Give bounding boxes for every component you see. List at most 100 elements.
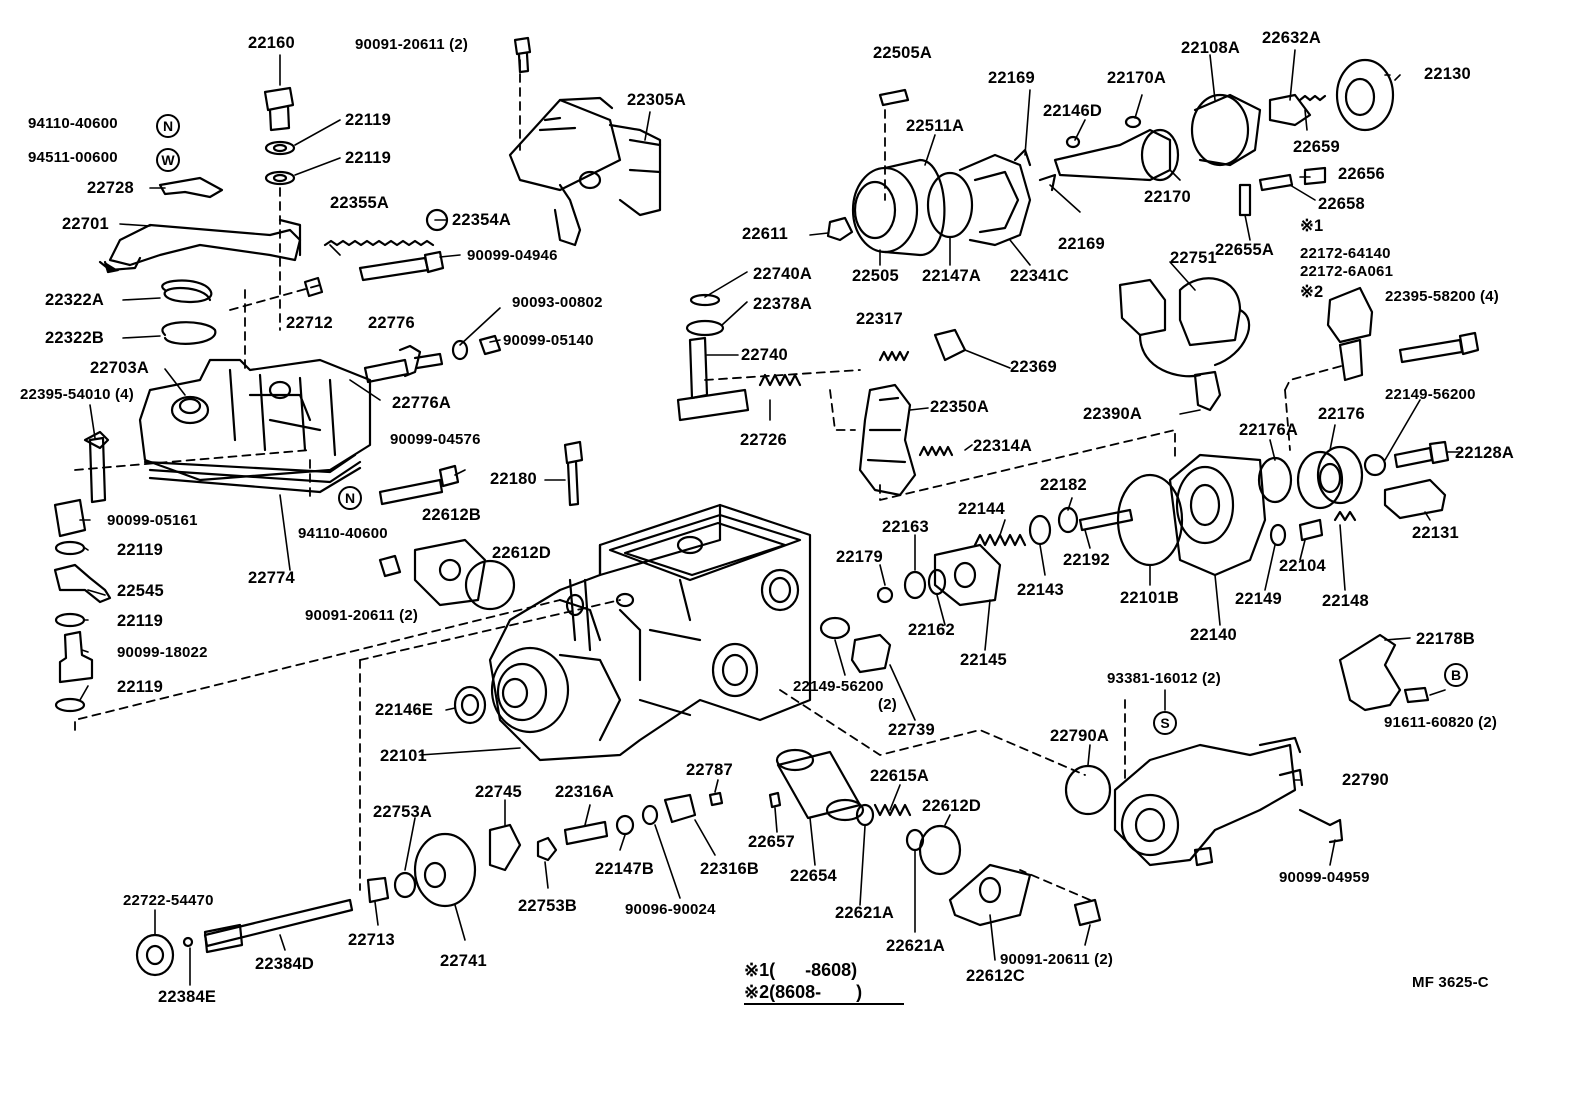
label-22322A: 22322A: [45, 291, 104, 309]
label-22505A: 22505A: [873, 44, 932, 62]
label-93381-16012: 93381-16012 (2): [1107, 670, 1221, 687]
label-22305A: 22305A: [627, 91, 686, 109]
label-22147A: 22147A: [922, 267, 981, 285]
label-22615A: 22615A: [870, 767, 929, 785]
pin-22657-drawing: [768, 791, 782, 809]
flange-22612C-drawing: [948, 863, 1032, 927]
label-90099-18022: 90099-18022: [117, 644, 208, 661]
label-90099-05161: 90099-05161: [107, 512, 198, 529]
label-22659: 22659: [1293, 138, 1340, 156]
solenoid-22751-drawing: [1118, 277, 1251, 412]
symbol-S: S: [1153, 711, 1177, 735]
label-22176: 22176: [1318, 405, 1365, 423]
label-22182: 22182: [1040, 476, 1087, 494]
bolt-22160-drawing: [263, 86, 296, 186]
label-22143: 22143: [1017, 581, 1064, 599]
label-22146E: 22146E: [375, 701, 434, 719]
label-22726: 22726: [740, 431, 787, 449]
label-22384D: 22384D: [255, 955, 314, 973]
spring-22615A-drawing: [873, 803, 912, 817]
fitting-22180-drawing: [563, 440, 584, 507]
ring-22384E-drawing: [182, 936, 194, 948]
symbol-star2: ※2: [1300, 283, 1324, 301]
label-22192: 22192: [1063, 551, 1110, 569]
label-90093-00802: 90093-00802: [512, 294, 603, 311]
label-22511A: 22511A: [906, 117, 965, 135]
label-22545: 22545: [117, 582, 164, 600]
label-22753B: 22753B: [518, 897, 577, 915]
washer-22149-drawing: [1269, 523, 1287, 547]
label-22621A-a: 22621A: [835, 904, 894, 922]
bracket-22178B-drawing: [1338, 633, 1402, 712]
lever-22701-drawing: [98, 218, 302, 274]
screw-bottom-drawing: [1073, 898, 1102, 927]
label-22776: 22776: [368, 314, 415, 332]
label-22739: 22739: [888, 721, 935, 739]
key-22713-drawing: [366, 876, 390, 904]
label-22341C: 22341C: [1010, 267, 1069, 285]
label-22128A: 22128A: [1455, 444, 1514, 462]
symbol-star1: ※1: [1300, 217, 1324, 235]
label-22390A: 22390A: [1083, 405, 1142, 423]
solenoid-22790-drawing: [1113, 736, 1344, 867]
label-22101B: 22101B: [1120, 589, 1179, 607]
label-22172-6A061: 22172-6A061: [1300, 263, 1394, 280]
label-22149-56200-right: 22149-56200: [1385, 386, 1476, 403]
label-22119-d: 22119: [117, 612, 163, 630]
label-22178B: 22178B: [1416, 630, 1475, 648]
part-22753B-drawing: [536, 836, 558, 862]
label-22322B: 22322B: [45, 329, 104, 347]
screw-mid-drawing: [378, 554, 402, 578]
flange-22612B-drawing: [413, 538, 487, 607]
plug-22739-drawing: [850, 633, 892, 674]
label-90099-05140: 90099-05140: [503, 332, 594, 349]
label-22656: 22656: [1338, 165, 1385, 183]
part-22147B-drawing: [615, 814, 635, 836]
label-22149-56200-mid: 22149-56200: [793, 678, 884, 695]
label-94110-40600-top: 94110-40600: [28, 115, 118, 132]
label-22384E: 22384E: [158, 988, 217, 1006]
small-plate-22728-drawing: [158, 176, 224, 199]
label-90091-20611-top: 90091-20611 (2): [355, 36, 469, 53]
note-underline: [744, 1003, 904, 1005]
part-22316B-drawing: [663, 793, 697, 824]
spring-22322A-drawing: [161, 279, 213, 304]
label-22505: 22505: [852, 267, 899, 285]
label-22728: 22728: [87, 179, 134, 197]
label-22632A: 22632A: [1262, 29, 1321, 47]
label-90099-04959: 90099-04959: [1279, 869, 1370, 886]
ring-22162-drawing: [927, 568, 947, 596]
seal-22146E-drawing: [453, 685, 487, 725]
part-22143-drawing: [1028, 514, 1052, 546]
label-22701: 22701: [62, 215, 109, 233]
label-22790: 22790: [1342, 771, 1389, 789]
label-22119-e: 22119: [117, 678, 163, 696]
label-22179: 22179: [836, 548, 883, 566]
label-22314A: 22314A: [973, 437, 1032, 455]
label-22745: 22745: [475, 783, 522, 801]
label-22703A: 22703A: [90, 359, 149, 377]
label-22163: 22163: [882, 518, 929, 536]
pin-22787-drawing: [708, 791, 724, 807]
label-22740: 22740: [741, 346, 788, 364]
label-22658: 22658: [1318, 195, 1365, 213]
label-22654: 22654: [790, 867, 837, 885]
label-22395-54010: 22395-54010 (4): [20, 386, 134, 403]
assembly-guide-lines: [74, 59, 1346, 901]
label-22101: 22101: [380, 747, 427, 765]
symbol-N-bottom: N: [338, 486, 362, 510]
label-22657: 22657: [748, 833, 795, 851]
label-22378A: 22378A: [753, 295, 812, 313]
label-22170A: 22170A: [1107, 69, 1166, 87]
symbol-B: B: [1444, 663, 1468, 687]
ring-22179-drawing: [876, 586, 894, 604]
figure-code: MF 3625-C: [1412, 974, 1489, 991]
clip-22322B-drawing: [161, 321, 217, 345]
lever-22350A-drawing: [858, 383, 954, 497]
flange-22145-drawing: [933, 543, 1002, 607]
leader-lines: [79, 49, 1461, 986]
label-22170: 22170: [1144, 188, 1191, 206]
label-22169-bottom: 22169: [1058, 235, 1105, 253]
